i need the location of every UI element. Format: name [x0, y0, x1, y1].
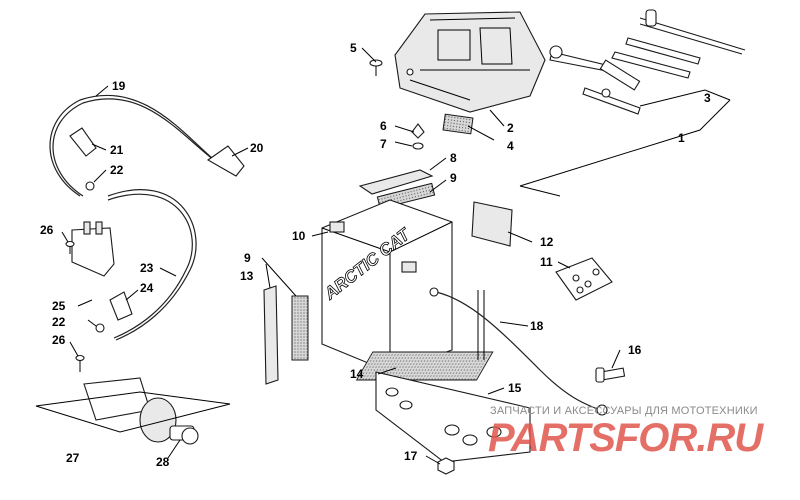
callout-18: 18 — [530, 319, 544, 333]
battery-washer — [412, 142, 424, 150]
callout-25: 25 — [52, 299, 66, 313]
callout-24: 24 — [140, 281, 154, 295]
battery-tray-pad — [355, 351, 494, 381]
solenoid-screw — [65, 240, 75, 254]
callout-21: 21 — [110, 143, 124, 157]
tray-pad — [442, 113, 474, 135]
battery-sticker — [471, 201, 513, 247]
starter-boot — [109, 291, 133, 321]
tool-kit — [549, 9, 746, 115]
tray-screw — [369, 59, 383, 76]
callout-27: 27 — [66, 451, 80, 465]
callout-6: 6 — [380, 119, 387, 133]
callout-26-lower: 26 — [52, 333, 66, 347]
callout-28: 28 — [156, 455, 170, 469]
callout-12: 12 — [540, 235, 554, 249]
callout-10: 10 — [292, 229, 306, 243]
callout-9-left: 9 — [244, 251, 251, 265]
callout-16: 16 — [628, 343, 642, 357]
callout-3: 3 — [704, 91, 711, 105]
battery-strap — [358, 169, 434, 195]
callout-20: 20 — [250, 141, 264, 155]
battery-holder — [263, 285, 279, 385]
callout-15: 15 — [508, 381, 522, 395]
hardware-kit — [555, 257, 613, 301]
battery: ARCTIC CAT — [320, 199, 453, 373]
watermark-caption: ЗАПЧАСТИ И АКСЕССУАРЫ ДЛЯ МОТОТЕХНИКИ — [490, 405, 758, 417]
battery-tray — [375, 371, 531, 463]
callout-5: 5 — [350, 41, 357, 55]
nut-upper — [85, 181, 95, 191]
callout-19: 19 — [112, 79, 126, 93]
tray-nut — [437, 457, 455, 475]
starter-solenoid — [71, 221, 115, 277]
battery-cable — [435, 291, 601, 411]
callout-17: 17 — [404, 449, 418, 463]
starter-screw — [75, 354, 85, 372]
callout-13: 13 — [240, 269, 254, 283]
solenoid-cable — [49, 94, 213, 197]
terminal-boot-large — [206, 145, 245, 177]
watermark-logo: PARTSFOR.RU — [488, 416, 763, 460]
callout-11: 11 — [540, 255, 553, 269]
starter-motor — [83, 377, 199, 445]
callout-23: 23 — [140, 261, 154, 275]
holder-pad — [291, 295, 309, 361]
nut-lower — [95, 323, 105, 333]
callout-2: 2 — [507, 121, 514, 135]
tool-tray — [394, 11, 546, 113]
callout-7: 7 — [380, 137, 387, 151]
tray-bolt — [595, 367, 626, 383]
callout-26-upper: 26 — [40, 223, 54, 237]
callout-1: 1 — [678, 131, 685, 145]
callout-9-top: 9 — [450, 171, 457, 185]
leader-lines — [61, 47, 621, 465]
starter-cable — [107, 189, 197, 341]
callout-22-upper: 22 — [110, 163, 124, 177]
callout-4: 4 — [507, 139, 514, 153]
callout-14: 14 — [350, 367, 364, 381]
callout-8: 8 — [450, 151, 457, 165]
callout-numbers: 1 2 3 4 5 6 7 8 9 9 10 11 12 13 14 15 16… — [40, 41, 711, 469]
battery-wingnut — [411, 123, 425, 139]
terminal-boot-small — [69, 127, 97, 157]
callout-22-lower: 22 — [52, 315, 66, 329]
